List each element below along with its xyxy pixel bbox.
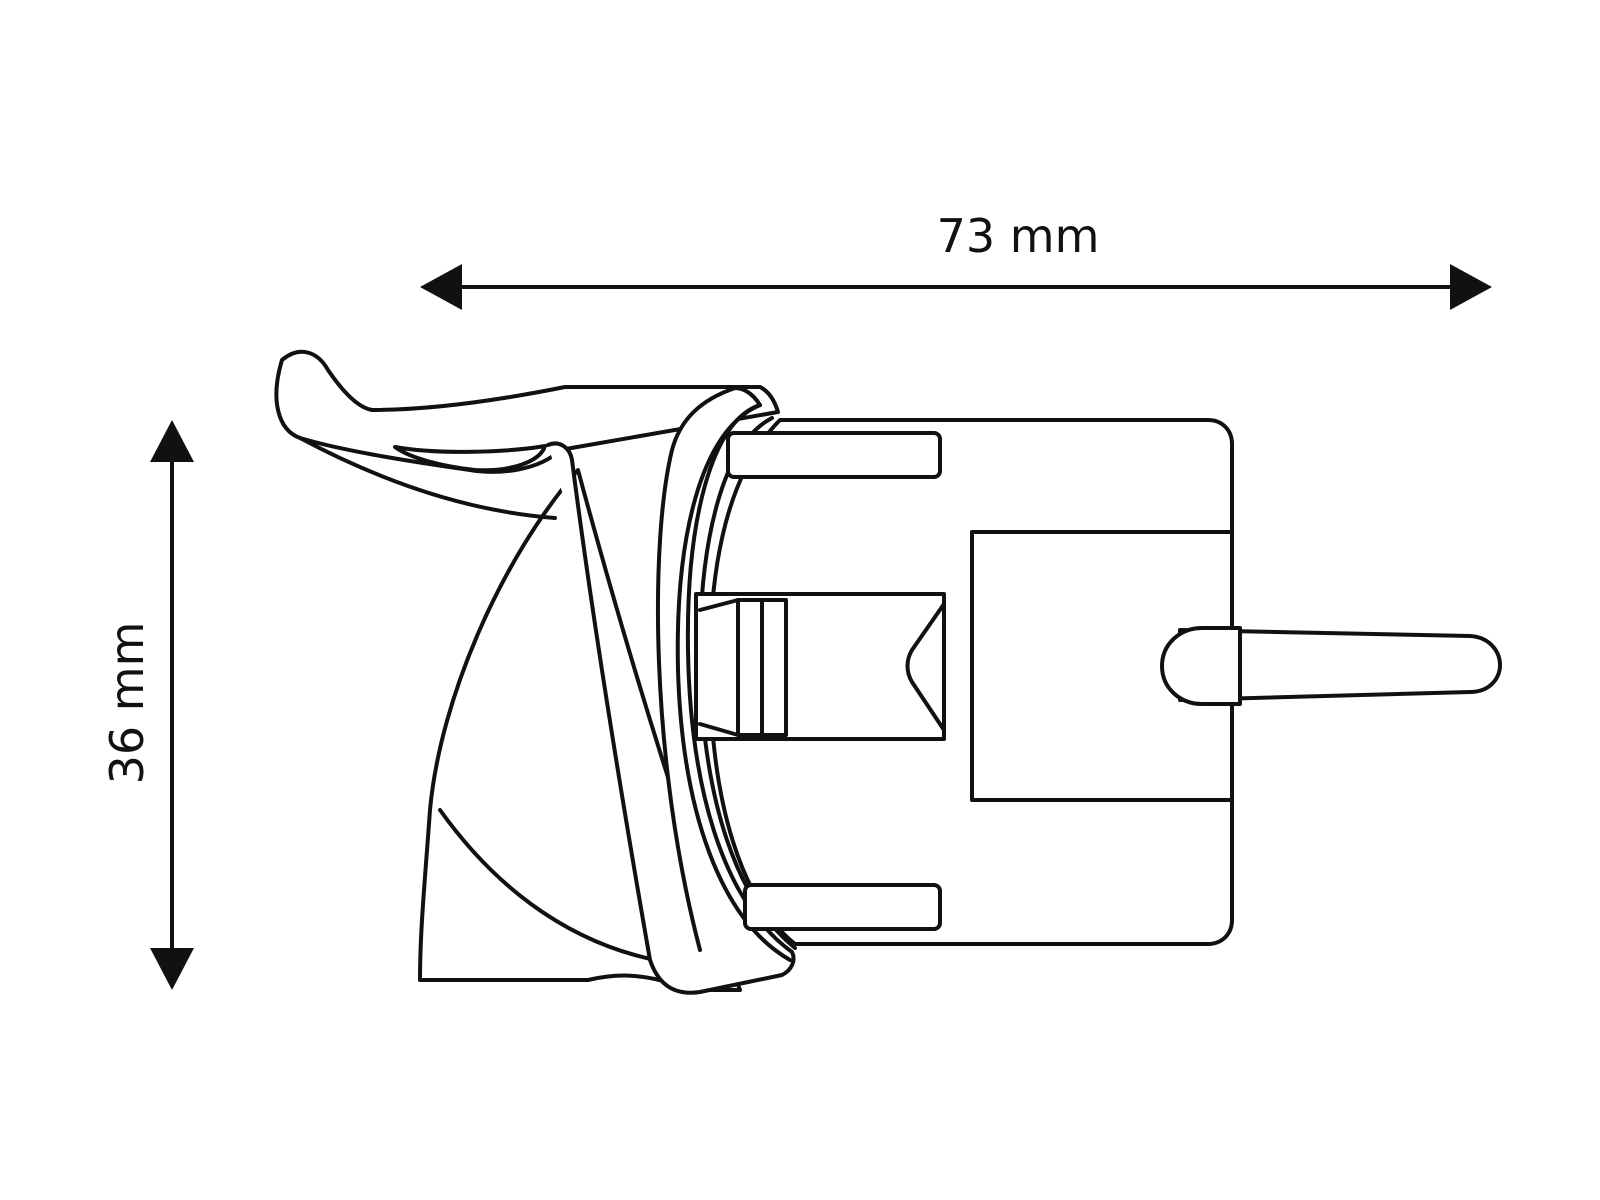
plug-earth-clip-top bbox=[726, 431, 942, 479]
plug-earth-clip-bottom bbox=[743, 883, 942, 931]
plug-contact-pin bbox=[1178, 628, 1502, 702]
plug-hook-inner-fold bbox=[393, 444, 547, 473]
plug-hook-handle bbox=[274, 349, 780, 474]
plug-collar-band bbox=[546, 386, 796, 995]
height-arrow-bottom-icon bbox=[150, 948, 194, 990]
height-arrow-top-icon bbox=[150, 420, 194, 462]
plug-hook-underside bbox=[298, 436, 557, 520]
height-dimension: 36 mm bbox=[100, 420, 194, 990]
plug-rib-2 bbox=[736, 598, 764, 737]
schuko-angled-plug-icon bbox=[274, 349, 1502, 995]
plug-collar-ring-outer bbox=[675, 403, 792, 962]
height-dimension-label: 36 mm bbox=[100, 622, 154, 785]
plug-rib-pointer bbox=[905, 602, 946, 732]
plug-rib-1 bbox=[698, 598, 740, 737]
plug-rib-3 bbox=[760, 598, 788, 737]
width-dimension: 73 mm bbox=[420, 209, 1492, 310]
plug-pin-sleeve bbox=[1160, 626, 1242, 706]
width-arrow-right-icon bbox=[1450, 264, 1492, 310]
plug-rib-block bbox=[694, 592, 946, 741]
plug-grip-contour bbox=[438, 808, 657, 962]
width-dimension-label: 73 mm bbox=[937, 209, 1100, 263]
width-arrow-left-icon bbox=[420, 264, 462, 310]
